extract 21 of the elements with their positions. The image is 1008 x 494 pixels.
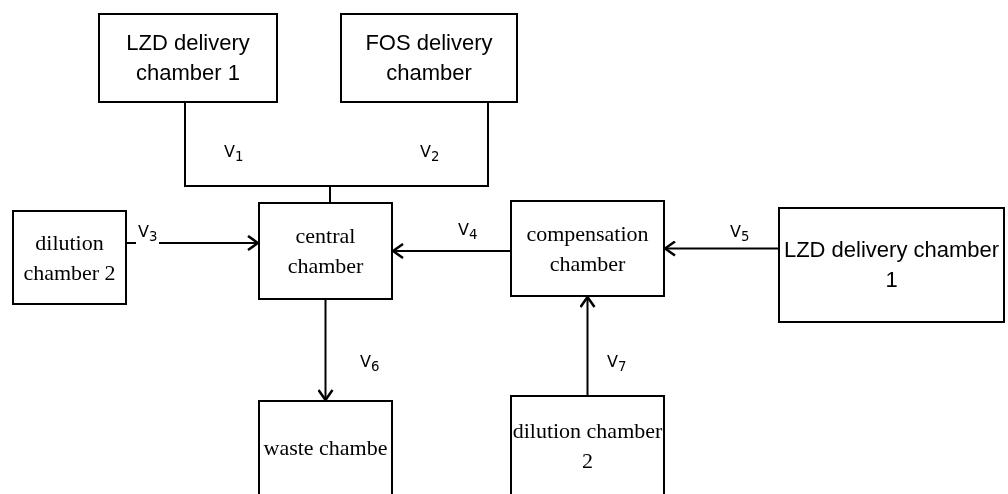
chamber-box	[778, 207, 1005, 323]
chamber-label: LZD delivery chamber 1	[782, 236, 1001, 294]
chamber-label: dilution chamber 2	[22, 228, 117, 287]
chamber-box	[98, 13, 278, 103]
chamber-box	[340, 13, 518, 103]
chamber-box	[12, 210, 127, 305]
chamber-label: dilution chamber 2	[512, 416, 663, 475]
arrow	[579, 295, 596, 396]
chamber-label: central chamber	[286, 222, 365, 280]
chamber-box	[510, 200, 665, 297]
chamber-box	[510, 395, 665, 494]
chamber-box	[258, 400, 393, 494]
chamber-label: compensation chamber	[525, 219, 650, 278]
chamber-label: waste chambe	[263, 434, 388, 463]
arrow	[126, 234, 260, 252]
connector-line	[329, 102, 489, 203]
arrow	[317, 299, 334, 402]
chamber-label: FOS delivery chamber	[364, 29, 494, 87]
valve-label: V$_{3}$	[136, 222, 160, 245]
chamber-label: LZD delivery chamber 1	[125, 29, 251, 87]
chamber-box	[258, 202, 393, 300]
